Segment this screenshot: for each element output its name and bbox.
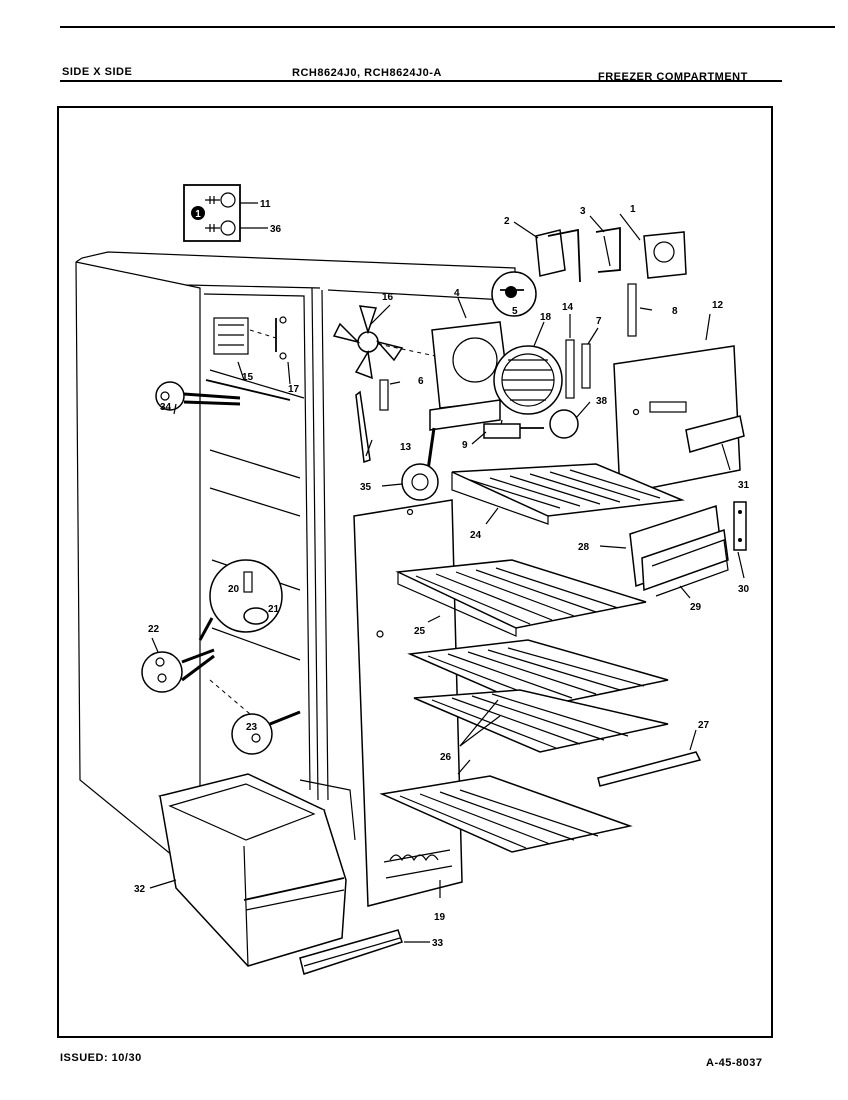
callout-19: 19 [434,912,446,923]
legend-box: 1 11 36 [183,184,282,242]
callout-13: 13 [400,442,412,453]
top-rule [60,26,835,28]
callout-22: 22 [148,624,160,635]
marker-badge [191,206,205,220]
control-assembly [213,316,287,360]
header-left: SIDE X SIDE [62,66,133,78]
fan-grille-18 [493,345,563,415]
bracket-30 [733,501,747,551]
callout-16: 16 [382,292,394,303]
callout-4: 4 [454,288,460,299]
callout-20: 20 [228,584,240,595]
shelf-24 [451,463,685,525]
retainer-strips [355,283,637,464]
callout-31: 31 [738,480,750,491]
callout-36: 36 [270,224,282,235]
callout-25: 25 [414,626,426,637]
diagram-frame [57,106,773,1038]
light-assembly [401,409,579,501]
callout-26: 26 [440,752,452,763]
part-5-circle [491,271,537,317]
shelf-bottom [379,775,633,853]
callout-17: 17 [288,384,300,395]
knob-34 [155,381,241,411]
header-model-numbers: RCH8624J0, RCH8624J0-A [292,67,442,79]
callout-30: 30 [738,584,750,595]
callout-labels: 1 2 3 4 5 6 7 8 9 12 13 14 15 16 17 18 1… [134,204,750,949]
callout-35: 35 [360,482,372,493]
callout-8: 8 [672,306,678,317]
callout-38: 38 [596,396,608,407]
callout-34: 34 [160,402,172,413]
callout-14: 14 [562,302,574,313]
callout-24: 24 [470,530,482,541]
shelf-26-upper [407,639,669,709]
fan-bracket-4 [426,321,511,471]
detail-circle-23 [209,679,301,755]
callout-3: 3 [580,206,586,217]
marker-number: 1 [195,209,201,220]
callout-33: 33 [432,938,444,949]
callout-11: 11 [260,199,271,210]
basket-28 [629,505,729,597]
footer-page-code: A-45-8037 [706,1057,763,1069]
drawer-32 [158,773,347,967]
callout-7: 7 [596,316,602,327]
callout-5: 5 [512,306,518,317]
shelf-26-lower [413,689,669,753]
callout-2: 2 [504,216,510,227]
detail-circle-22 [141,648,215,693]
callout-12: 12 [712,300,724,311]
callout-21: 21 [268,604,280,615]
screw-36-icon [220,220,236,236]
shelf-25 [395,559,647,637]
callout-9: 9 [462,440,468,451]
detail-circle-20-21 [198,559,283,641]
leader-lines [149,213,745,943]
screw-11-icon [220,192,236,208]
top-brackets [535,226,687,283]
callout-1: 1 [630,204,636,215]
callout-15: 15 [242,372,254,383]
callout-29: 29 [690,602,702,613]
callout-28: 28 [578,542,590,553]
fan-16 [332,305,446,380]
control-panel-12 [613,345,745,495]
callout-32: 32 [134,884,146,895]
callout-6: 6 [418,376,424,387]
strip-27 [597,751,702,787]
header-rule [60,80,782,82]
callout-27: 27 [698,720,710,731]
footer-issued: ISSUED: 10/30 [60,1052,142,1064]
callout-23: 23 [246,722,258,733]
callout-18: 18 [540,312,552,323]
